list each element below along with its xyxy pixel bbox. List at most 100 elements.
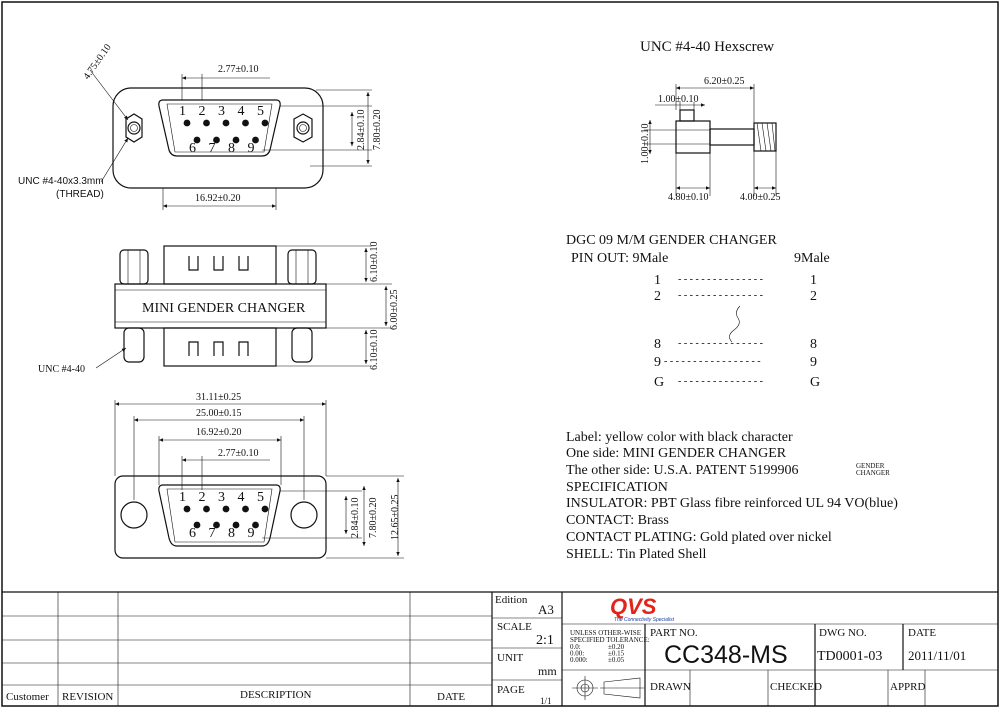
top_view-pin-4 xyxy=(242,119,249,127)
apprd-label: APPRD xyxy=(890,681,926,693)
bottom_view-pin-label: 9 xyxy=(248,526,255,541)
bottom-dim-row: 2.84±0.10 xyxy=(350,498,361,539)
bottom-dim-shell: 16.92±0.20 xyxy=(196,427,242,438)
top-dim-diag: 4.75±0.10 xyxy=(81,42,113,81)
screw-shank xyxy=(709,128,755,146)
pinout-left-pin: 2 xyxy=(654,289,661,304)
bottom-dim-pitch: 2.77±0.10 xyxy=(218,448,259,459)
part-label: PART NO. xyxy=(650,627,698,639)
bottom_view-pin-label: 5 xyxy=(257,490,264,505)
bottom_view-pin-label: 8 xyxy=(228,526,235,541)
scale-value: 2:1 xyxy=(536,633,554,648)
bottom_view-pin-label: 7 xyxy=(209,526,216,541)
screw-dim-head: 1.00±0.10 xyxy=(658,94,699,105)
side-dim-bottom: 6.10±0.10 xyxy=(369,330,380,371)
bottom-dim-holes: 25.00±0.15 xyxy=(196,408,242,419)
bottom_view-pin-5 xyxy=(261,505,269,513)
scale-label: SCALE xyxy=(497,621,532,633)
screw-dim-thread: 4.00±0.25 xyxy=(740,192,781,203)
top_view-pin-label: 4 xyxy=(238,104,245,119)
bottom-dim-overall: 31.11±0.25 xyxy=(196,392,241,403)
title-block: Customer REVISION DESCRIPTION DATE Editi… xyxy=(2,591,998,706)
pinout-wire: - - - - - - - - - - - - - - - xyxy=(678,376,763,387)
bottom_view-pin-label: 1 xyxy=(179,490,186,505)
left-hex-screw-top xyxy=(119,249,149,285)
pinout-table: DGC 09 M/M GENDER CHANGER PIN OUT: 9Male… xyxy=(566,233,830,390)
hex-head xyxy=(675,120,711,154)
top_view-pin-2 xyxy=(203,119,210,127)
tol-title-2: SPECIFIED TOLERANCE: xyxy=(570,636,650,644)
left-hex-nut xyxy=(125,113,143,143)
spec-block: Label: yellow color with black character… xyxy=(566,430,898,562)
top_view-pin-label: 2 xyxy=(199,104,206,119)
qvs-logo: QVS xyxy=(610,594,657,619)
tol-key: 0.00: xyxy=(570,650,584,658)
edition-label: Edition xyxy=(495,594,528,606)
top_view-pin-label: 8 xyxy=(228,141,235,156)
screw-dim-length: 6.20±0.25 xyxy=(704,76,745,87)
pinout-break-mark xyxy=(729,305,741,343)
pinout-wire: - - - - - - - - - - - - - - - - - xyxy=(664,356,761,367)
thread-label-2: (THREAD) xyxy=(56,189,104,200)
col-description: DESCRIPTION xyxy=(240,689,312,701)
spec-label-line: Label: yellow color with black character xyxy=(566,430,793,445)
pinout-wire: - - - - - - - - - - - - - - - xyxy=(678,290,763,301)
right-mount-hole xyxy=(290,501,318,529)
bottom-shell-inner xyxy=(166,488,273,543)
bottom_view-pin-8 xyxy=(232,521,240,529)
top-shell-inner xyxy=(166,103,273,153)
spec-changer-small: CHANGER xyxy=(856,469,890,477)
drawing-date: 2011/11/01 xyxy=(908,648,966,663)
bottom_view-pin-6 xyxy=(193,521,201,529)
pinout-right-header: 9Male xyxy=(794,251,830,266)
top-dim-row: 2.84±0.10 xyxy=(356,110,367,151)
pinout-right-pin: G xyxy=(810,375,820,390)
spec-contact: CONTACT: Brass xyxy=(566,513,669,528)
qvs-tagline: The Connectivity Specialist xyxy=(614,617,675,623)
pinout-left-pin: G xyxy=(654,375,664,390)
pinout-right-pin: 8 xyxy=(810,337,817,352)
top_view-pin-label: 9 xyxy=(248,141,255,156)
top_view-pin-7 xyxy=(213,136,220,144)
top_view-pin-label: 3 xyxy=(218,104,225,119)
spec-plating: CONTACT PLATING: Gold plated over nickel xyxy=(566,530,832,545)
edition-value: A3 xyxy=(538,602,554,617)
top_view-pin-1 xyxy=(183,119,191,127)
top_view-pin-9 xyxy=(252,136,259,144)
head-collar xyxy=(679,109,695,122)
lower-contact-slots xyxy=(188,341,249,356)
pinout-left-pin: 8 xyxy=(654,337,661,352)
body-label: MINI GENDER CHANGER xyxy=(142,301,306,316)
bottom_view-pin-2 xyxy=(203,505,210,513)
top_view-pin-label: 7 xyxy=(209,141,216,156)
pinout-left-header: PIN OUT: 9Male xyxy=(571,251,668,266)
top_view-pin-label: 5 xyxy=(257,104,264,119)
left-screw-stud xyxy=(123,327,145,363)
top_view-pin-label: 6 xyxy=(189,141,196,156)
pinout-title: DGC 09 M/M GENDER CHANGER xyxy=(566,233,777,248)
side-view: MINI GENDER CHANGER 6.10±0.10 6.00±0.25 … xyxy=(38,242,400,376)
date-label: DATE xyxy=(908,627,936,639)
top_view-pin-3 xyxy=(222,119,230,127)
right-screw-stud xyxy=(291,327,313,363)
screw-dim-hex: 4.80±0.10 xyxy=(668,192,709,203)
top-dim-height: 7.80±0.20 xyxy=(372,110,383,151)
page-label: PAGE xyxy=(497,684,525,696)
spec-shell: SHELL: Tin Plated Shell xyxy=(566,547,707,562)
thread-section xyxy=(753,122,777,152)
top-dim-pitch: 2.77±0.10 xyxy=(218,64,259,75)
top_view-pin-8 xyxy=(232,136,240,144)
hexscrew-title: UNC #4-40 Hexscrew xyxy=(640,39,774,55)
dwg-number: TD0001-03 xyxy=(817,649,882,664)
tol-value: ±0.15 xyxy=(608,650,625,658)
bottom-dim-flange: 12.65±0.25 xyxy=(390,495,401,541)
bottom_view-pin-4 xyxy=(242,505,249,513)
dwg-label: DWG NO. xyxy=(819,627,867,639)
center-body xyxy=(114,283,327,329)
tol-value: ±0.05 xyxy=(608,656,625,664)
